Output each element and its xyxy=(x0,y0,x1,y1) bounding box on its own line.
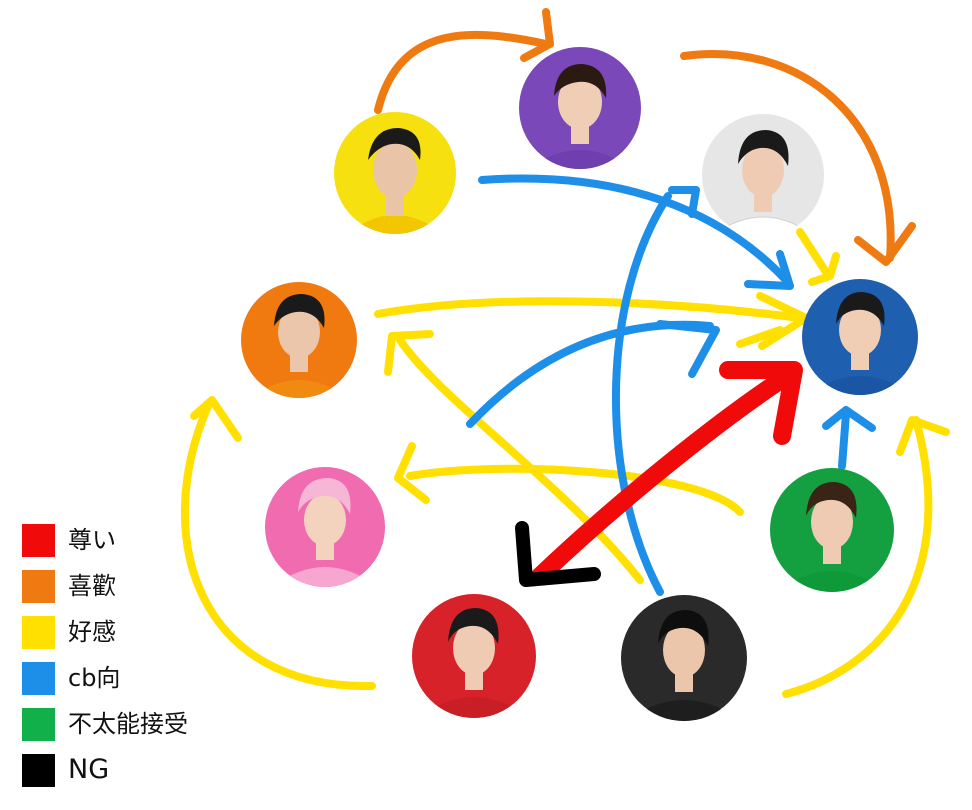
arrow-red-to-blue xyxy=(531,369,793,585)
legend-swatch-green xyxy=(22,708,55,741)
arrow-black-to-blue xyxy=(782,416,933,698)
legend-swatch-red xyxy=(22,524,55,557)
arrowhead-black-to-white xyxy=(668,186,700,218)
arrowhead-black-to-blue xyxy=(896,416,950,456)
legend-label: 好感 xyxy=(68,618,116,646)
arrowhead-purple-to-blue xyxy=(854,222,916,266)
arrow-orange-to-blue xyxy=(374,297,804,322)
arrowhead-yellow-to-purple xyxy=(520,8,554,62)
legend-label: 尊い xyxy=(68,526,116,554)
member-green xyxy=(770,468,894,592)
member-purple xyxy=(519,47,641,169)
legend-swatch-yellow xyxy=(22,616,55,649)
member-pink xyxy=(265,467,385,587)
legend-label: cb向 xyxy=(68,664,121,692)
arrowhead-black-to-orange xyxy=(384,330,434,376)
arrow-red-to-orange xyxy=(180,402,376,691)
legend-swatch-black xyxy=(22,754,55,787)
arrowhead-green-to-blue xyxy=(822,406,876,432)
legend-item-like: 喜歡 xyxy=(22,566,222,612)
legend-label: NG xyxy=(68,754,110,785)
arrowhead-white-to-blue xyxy=(808,252,840,286)
arrow-green-to-pink xyxy=(406,464,744,516)
legend-item-cb: cb向 xyxy=(22,658,222,704)
arrow-black-to-orange xyxy=(396,336,644,584)
arrowhead-green-to-pink xyxy=(394,442,430,504)
legend-item-favorable: 好感 xyxy=(22,612,222,658)
arrowhead-yellow-to-blue xyxy=(744,250,794,290)
arrow-purple-to-blue xyxy=(680,50,895,262)
member-red xyxy=(412,594,536,718)
member-blue xyxy=(802,279,918,395)
legend-label: 喜歡 xyxy=(68,572,116,600)
arrowhead-pink-to-blue xyxy=(656,320,720,378)
arrow-green-to-blue xyxy=(838,410,850,470)
arrowhead-blue-to-red xyxy=(515,521,601,587)
legend-label: 不太能接受 xyxy=(68,710,188,738)
legend-swatch-orange xyxy=(22,570,55,603)
arrow-extra-yellow xyxy=(736,326,784,348)
arrow-yellow-to-purple xyxy=(374,30,550,114)
legend-item-ng: NG xyxy=(22,750,222,796)
arrow-pink-to-blue xyxy=(466,320,714,428)
legend-swatch-blue xyxy=(22,662,55,695)
member-black xyxy=(621,595,747,721)
arrow-white-to-blue xyxy=(796,228,830,276)
legend-item-not-accept: 不太能接受 xyxy=(22,704,222,750)
arrowhead-red-to-orange xyxy=(190,396,242,442)
legend-item-treasured: 尊い xyxy=(22,520,222,566)
member-orange xyxy=(241,282,357,398)
arrow-black-to-white xyxy=(611,192,672,596)
legend: 尊い 喜歡 好感 cb向 不太能接受 NG xyxy=(22,520,222,796)
member-yellow xyxy=(334,112,456,234)
arrowhead-red-to-blue xyxy=(719,361,803,445)
